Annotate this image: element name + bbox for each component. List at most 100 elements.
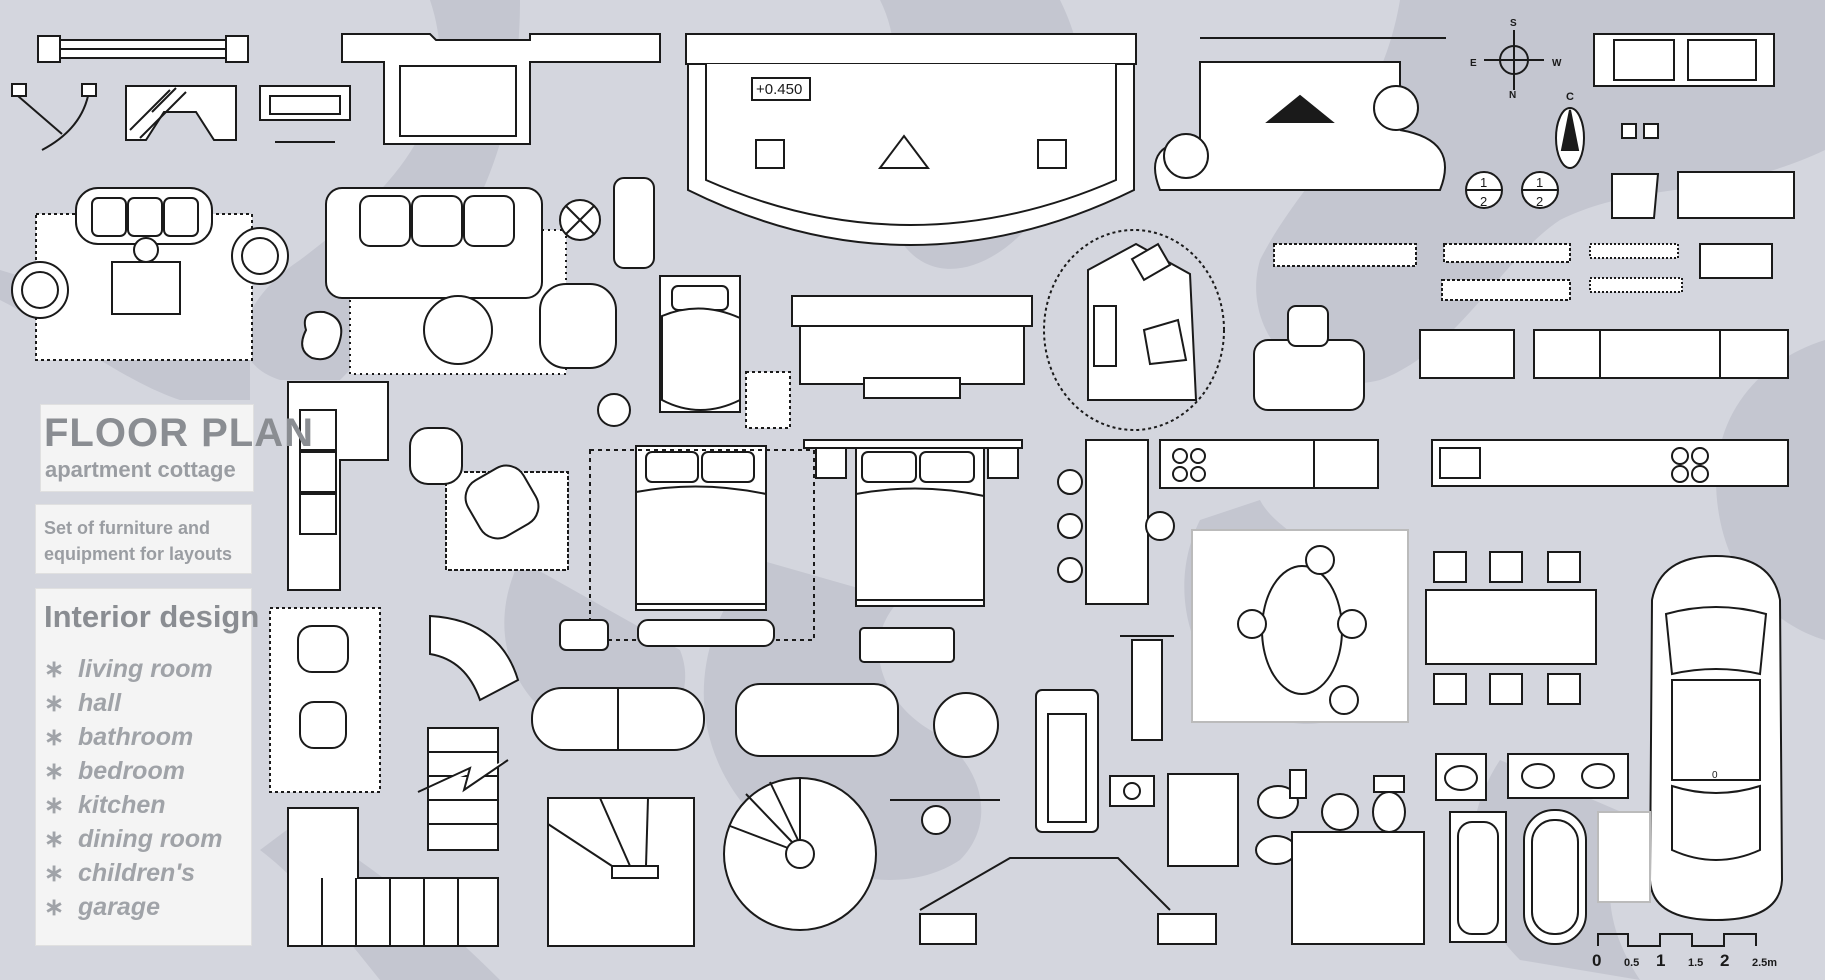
room-list-heading: Interior design xyxy=(44,599,260,634)
fireplace-hatched xyxy=(125,85,237,141)
room-label: garage xyxy=(78,893,160,921)
weight-machine xyxy=(1109,775,1155,807)
page-subtitle: apartment cottage xyxy=(45,457,236,482)
room-list: ∗living room ∗hall ∗bathroom ∗bedroom ∗k… xyxy=(44,655,222,927)
floor-lamp xyxy=(559,199,601,241)
bathtub-oval xyxy=(1523,809,1587,945)
armchair-left xyxy=(11,261,69,319)
bullet-asterisk-icon: ∗ xyxy=(44,758,65,785)
double-bed-rug xyxy=(589,449,815,641)
compass-east-label: E xyxy=(1470,58,1477,69)
sofa-three-seat xyxy=(75,187,213,245)
double-bed-right xyxy=(803,439,1023,607)
sofa-bed-throw xyxy=(735,683,899,757)
toilet-left xyxy=(1257,769,1307,819)
page-title: FLOOR PLAN xyxy=(44,411,314,455)
room-label: bathroom xyxy=(78,723,194,751)
bench-press xyxy=(1120,635,1174,741)
square-staircase xyxy=(547,797,695,947)
section-mark-bottom-2: 2 xyxy=(1536,194,1543,209)
list-item: ∗ living room xyxy=(44,655,222,689)
section-mark-bottom-1: 2 xyxy=(1480,194,1487,209)
room-label: children's xyxy=(78,859,196,887)
kitchen-counter-mid xyxy=(1159,439,1379,489)
bedside-rug xyxy=(745,371,791,429)
sink-double xyxy=(1507,753,1629,799)
description-text: Set of furniture and equipment for layou… xyxy=(44,518,233,564)
compass-north-label: N xyxy=(1509,90,1516,101)
radiator xyxy=(259,85,351,143)
armchair-rounded xyxy=(539,283,617,369)
compass-south-label: S xyxy=(1510,18,1517,29)
toy-chest xyxy=(559,619,955,663)
straight-staircase xyxy=(417,727,509,851)
room-label: hall xyxy=(78,689,122,717)
shower-tray xyxy=(1291,831,1425,945)
shoe-rack xyxy=(1677,171,1795,219)
north-arrow-label: C xyxy=(1566,91,1574,103)
room-label: bedroom xyxy=(78,757,185,785)
section-marks xyxy=(1465,171,1559,209)
cook-person xyxy=(1145,511,1175,541)
room-label: living room xyxy=(78,655,213,683)
wardrobe-unit xyxy=(791,295,1033,399)
work-desk xyxy=(1253,305,1365,411)
scale-tick-label: 0.5 xyxy=(1624,957,1639,969)
rug-strips xyxy=(1273,243,1773,301)
office-desk-corner xyxy=(1087,242,1198,401)
armchair-small xyxy=(409,427,540,540)
toilet-person xyxy=(1321,793,1359,831)
tv-stand xyxy=(1419,329,1515,379)
list-item: ∗kitchen xyxy=(44,791,222,825)
bathtub-rect xyxy=(1449,811,1507,943)
room-label: dining room xyxy=(78,825,223,853)
spiral-staircase xyxy=(723,777,877,931)
scale-tick-label: 2.5m xyxy=(1752,957,1777,969)
scale-tick-label: 0 xyxy=(1592,951,1601,970)
bidet xyxy=(1372,775,1406,833)
door-swing-symbol xyxy=(11,83,97,151)
level-mark-label: +0.450 xyxy=(756,81,802,98)
bullet-asterisk-icon: ∗ xyxy=(44,656,65,683)
compass-west-label: W xyxy=(1552,58,1562,69)
sink-single xyxy=(1435,753,1487,801)
double-bed-left xyxy=(635,445,767,611)
list-item: ∗ dining room xyxy=(44,825,222,859)
coffee-table xyxy=(111,261,181,315)
furniture-lines xyxy=(11,30,1795,947)
arch-frame xyxy=(919,857,1217,945)
list-item: ∗ hall xyxy=(44,689,222,723)
treadmill xyxy=(1035,689,1099,833)
bullet-asterisk-icon: ∗ xyxy=(44,792,65,819)
long-sideboard xyxy=(1533,329,1789,379)
office-rug xyxy=(1043,229,1225,431)
shower-tile xyxy=(1597,811,1651,903)
small-symbols xyxy=(1611,123,1660,219)
bench-spindle xyxy=(637,619,775,647)
car-mark-label: 0 xyxy=(1712,770,1718,781)
sink-round xyxy=(1255,835,1297,865)
armchair-right xyxy=(231,227,289,285)
list-item: ∗bathroom xyxy=(44,723,222,757)
description-panel: Set of furniture and equipment for layou… xyxy=(35,504,252,574)
stage-table xyxy=(1154,61,1446,191)
l-staircase xyxy=(287,807,499,947)
scale-tick-label: 2 xyxy=(1720,951,1729,970)
bullet-asterisk-icon: ∗ xyxy=(44,894,65,921)
bullet-asterisk-icon: ∗ xyxy=(44,690,65,717)
list-item: ∗ bedroom xyxy=(44,757,222,791)
bay-window-large xyxy=(685,33,1137,246)
round-rug-grid xyxy=(933,692,999,758)
section-mark-top-2: 1 xyxy=(1536,175,1543,190)
round-stool xyxy=(597,393,631,427)
scale-bar xyxy=(1597,933,1757,947)
bullet-asterisk-icon: ∗ xyxy=(44,826,65,853)
door-frame-right xyxy=(1593,33,1775,87)
section-mark-top-1: 1 xyxy=(1480,175,1487,190)
north-arrow xyxy=(1555,107,1585,169)
hall-chairs xyxy=(297,625,349,749)
dining-table-round xyxy=(1237,545,1367,715)
pouf xyxy=(301,310,343,361)
round-table xyxy=(423,295,493,365)
